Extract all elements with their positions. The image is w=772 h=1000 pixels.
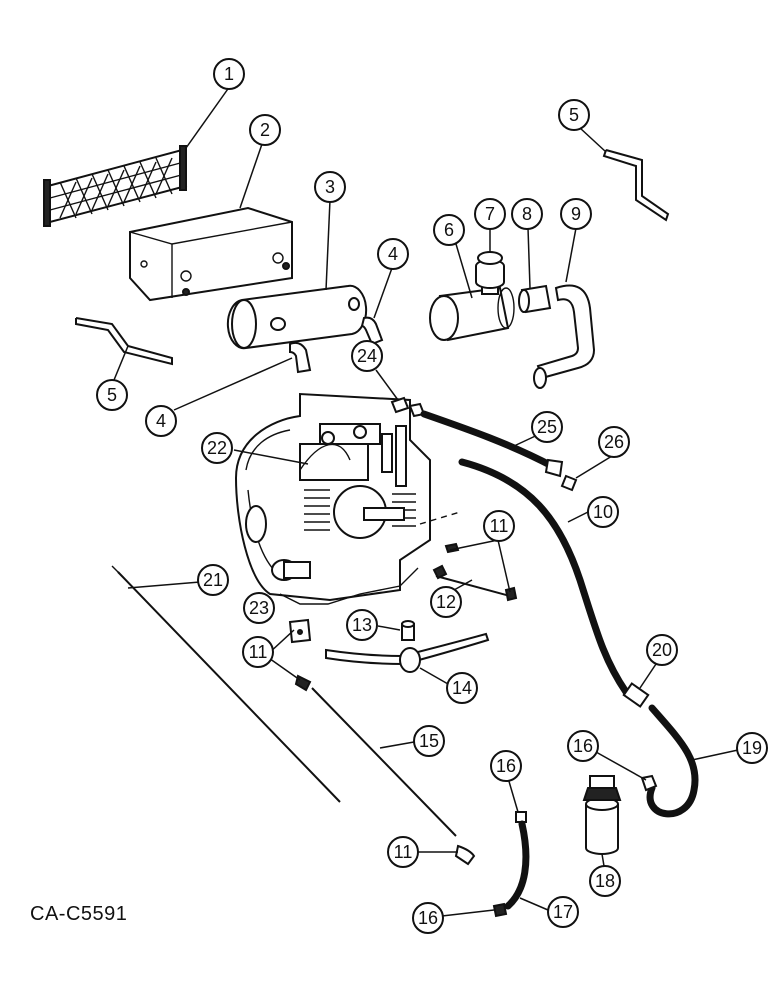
svg-text:15: 15	[419, 731, 439, 751]
fuel-hose-part	[458, 458, 630, 696]
callout-21: 21	[197, 564, 229, 596]
spacer-part	[401, 620, 415, 641]
callout-5-left: 5	[96, 379, 128, 411]
callout-3: 3	[314, 171, 346, 203]
plate-part	[288, 618, 312, 644]
cap-part	[475, 251, 505, 289]
callout-9: 9	[560, 198, 592, 230]
callout-12: 12	[430, 586, 462, 618]
linkage-rod-part	[432, 542, 518, 602]
svg-text:25: 25	[537, 417, 557, 437]
callout-23: 23	[243, 592, 275, 624]
svg-text:5: 5	[569, 105, 579, 125]
svg-text:10: 10	[593, 502, 613, 522]
svg-text:11: 11	[249, 642, 268, 662]
callout-16-lower: 16	[412, 902, 444, 934]
cable-part	[117, 571, 341, 803]
fitting-part-mid	[515, 811, 527, 823]
svg-text:20: 20	[652, 640, 672, 660]
callout-5-right: 5	[558, 99, 590, 131]
callout-1: 1	[213, 58, 245, 90]
screen-part	[43, 145, 188, 227]
callout-25: 25	[531, 411, 563, 443]
svg-text:21: 21	[203, 570, 223, 590]
callout-18: 18	[589, 865, 621, 897]
bracket-part-left	[75, 317, 173, 366]
svg-text:24: 24	[357, 346, 377, 366]
svg-text:16: 16	[496, 756, 516, 776]
callout-20: 20	[646, 634, 678, 666]
callout-26: 26	[598, 426, 630, 458]
svg-text:3: 3	[325, 177, 335, 197]
svg-text:17: 17	[553, 902, 573, 922]
muffler-part	[226, 284, 368, 350]
elbow-part-upper	[360, 316, 384, 346]
svg-text:4: 4	[388, 244, 398, 264]
engine-assembly	[234, 392, 461, 605]
svg-text:4: 4	[156, 411, 166, 431]
svg-text:2: 2	[260, 120, 270, 140]
leader-lines	[113, 85, 739, 917]
svg-text:11: 11	[394, 842, 413, 862]
callout-14: 14	[446, 672, 478, 704]
callout-7: 7	[474, 198, 506, 230]
callout-15: 15	[413, 725, 445, 757]
inline-filter-part	[622, 682, 650, 708]
callout-17: 17	[547, 896, 579, 928]
svg-text:16: 16	[573, 736, 593, 756]
callout-11-lower: 11	[387, 836, 419, 868]
svg-text:16: 16	[418, 908, 438, 928]
callout-22: 22	[201, 432, 233, 464]
diagram-code: CA-C5591	[30, 903, 128, 925]
svg-text:13: 13	[352, 615, 372, 635]
callout-11-upper: 11	[483, 510, 515, 542]
callout-8: 8	[511, 198, 543, 230]
bracket-part-right	[602, 149, 670, 222]
svg-text:5: 5	[107, 385, 117, 405]
shield-cover-part	[129, 206, 293, 302]
hose-part-17	[504, 820, 530, 910]
svg-text:23: 23	[249, 598, 269, 618]
svg-text:14: 14	[452, 678, 472, 698]
air-cleaner-part	[429, 279, 515, 342]
svg-text:7: 7	[485, 204, 495, 224]
fitting-part-lower	[492, 902, 508, 918]
callout-16-right: 16	[567, 730, 599, 762]
callout-16-mid: 16	[490, 750, 522, 782]
svg-text:1: 1	[224, 64, 234, 84]
callout-13: 13	[346, 609, 378, 641]
callout-2: 2	[249, 114, 281, 146]
lever-part	[325, 632, 490, 673]
svg-text:22: 22	[207, 438, 227, 458]
intake-hose-part	[536, 284, 596, 380]
fuel-filter-part	[582, 775, 622, 855]
callout-19: 19	[736, 732, 768, 764]
svg-text:12: 12	[436, 592, 456, 612]
callout-24: 24	[351, 340, 383, 372]
svg-text:18: 18	[595, 871, 615, 891]
sleeve-part	[518, 284, 552, 314]
svg-text:8: 8	[522, 204, 532, 224]
elbow-part-lower	[289, 341, 312, 374]
callout-6: 6	[433, 214, 465, 246]
svg-text:6: 6	[444, 220, 454, 240]
svg-text:11: 11	[490, 516, 509, 536]
svg-text:19: 19	[742, 738, 762, 758]
callout-4-upper: 4	[377, 238, 409, 270]
intake-hose-end	[533, 367, 547, 389]
injector-line-part	[299, 443, 351, 471]
svg-text:9: 9	[571, 204, 581, 224]
control-rod-part	[294, 674, 476, 866]
svg-text:26: 26	[604, 432, 624, 452]
callout-11-left: 11	[242, 636, 274, 668]
hose-part-19	[646, 704, 699, 818]
callout-10: 10	[587, 496, 619, 528]
callout-4-lower: 4	[145, 405, 177, 437]
fuel-line-assembly	[390, 396, 578, 492]
